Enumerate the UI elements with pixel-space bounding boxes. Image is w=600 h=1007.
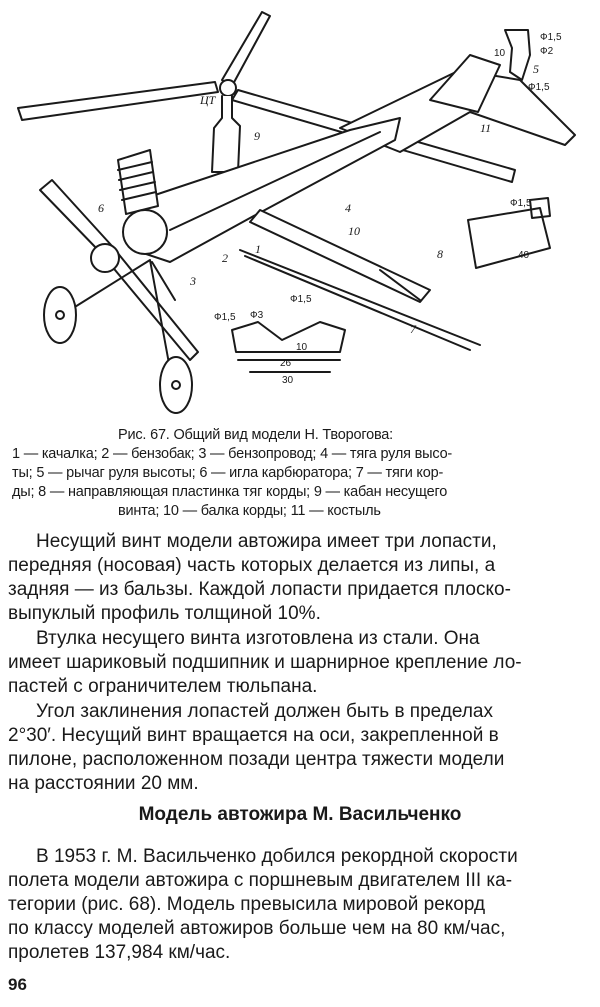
bellcrank-detail — [231, 321, 346, 353]
paragraph-line: по классу моделей автожиров больше чем н… — [8, 918, 506, 939]
dim-label: 26 — [280, 358, 292, 369]
callout-center-of-gravity: ЦТ — [199, 93, 217, 107]
dim-label: 40 — [518, 250, 530, 261]
paragraph-line: полета модели автожира с поршневым двига… — [8, 870, 513, 891]
paragraph-line: задняя — из бальзы. Каждой лопасти прида… — [8, 579, 511, 600]
callout-2: 2 — [222, 251, 228, 265]
paragraph-line: 2°30′. Несущий винт вращается на оси, за… — [8, 725, 499, 746]
fin — [429, 54, 501, 113]
guide-plate-detail — [467, 207, 551, 269]
callout-1: 1 — [255, 242, 261, 256]
paragraph-line: пилоне, расположенном позади центра тяже… — [8, 749, 505, 770]
callout-5: 5 — [533, 62, 539, 76]
wheel-left — [43, 286, 77, 344]
callout-9: 9 — [254, 129, 260, 143]
main-wing — [249, 209, 431, 303]
autogyro-model-figure: 1 2 3 4 5 6 7 8 9 10 11 ЦТ Ф1,5 Ф2 Ф1,5 … — [0, 0, 600, 425]
caption-line: винта; 10 — балка корды; 11 — костыль — [118, 503, 381, 519]
dim-label: 10 — [494, 48, 506, 59]
dim-label: Ф1,5 — [214, 312, 236, 323]
autogyro-drawing: 1 2 3 4 5 6 7 8 9 10 11 ЦТ Ф1,5 Ф2 Ф1,5 … — [17, 11, 576, 414]
control-lines — [239, 249, 481, 351]
section-heading: Модель автожира М. Васильченко — [138, 804, 462, 825]
paragraph-line: В 1953 г. М. Васильченко добился рекордн… — [36, 846, 518, 867]
fuselage-line — [169, 131, 381, 231]
dim-label: Ф1,5 — [540, 32, 562, 43]
callout-11: 11 — [480, 121, 491, 135]
rotor-blade-left — [17, 81, 219, 121]
paragraph-line: Угол заклинения лопастей должен быть в п… — [36, 701, 493, 722]
dim-label: 30 — [282, 375, 294, 386]
paragraph-line: выпуклый профиль толщиной 10%. — [8, 603, 321, 624]
engine-crankcase — [122, 209, 168, 255]
elevator-lever-detail — [504, 29, 531, 81]
caption-line: ты; 5 — рычаг руля высоты; 6 — игла карб… — [12, 465, 444, 481]
rotor-blade-top — [221, 11, 271, 87]
callout-8: 8 — [437, 247, 443, 261]
caption-title: Рис. 67. Общий вид модели Н. Творогова: — [118, 427, 393, 443]
paragraph-line: пролетев 137,984 км/час. — [8, 942, 231, 963]
dim-label: Ф3 — [250, 310, 264, 321]
callout-10: 10 — [348, 224, 360, 238]
callout-6: 6 — [98, 201, 104, 215]
paragraph-line: передняя (носовая) часть которых делаетс… — [8, 555, 496, 576]
dim-label: Ф2 — [540, 46, 554, 57]
paragraph-line: пастей с ограничителем тюльпана. — [8, 676, 318, 697]
paragraph-line: имеет шариковый подшипник и шарнирное кр… — [8, 652, 522, 673]
paragraph-line: на расстоянии 20 мм. — [8, 773, 199, 794]
callout-7: 7 — [410, 322, 417, 336]
callout-4: 4 — [345, 201, 351, 215]
dim-label: 10 — [296, 342, 308, 353]
spinner — [90, 243, 120, 273]
wheel-right — [159, 356, 193, 414]
rotor-hub — [219, 79, 237, 97]
paragraph-line: Несущий винт модели автожира имеет три л… — [36, 531, 497, 552]
fuselage — [139, 117, 401, 263]
page-number: 96 — [8, 975, 27, 994]
caption-line: ды; 8 — направляющая пластинка тяг корды… — [12, 484, 448, 500]
paragraph-line: Втулка несущего винта изготовлена из ста… — [36, 628, 480, 649]
dim-label: Ф1,5 — [290, 294, 312, 305]
paragraph-line: тегории (рис. 68). Модель превысила миро… — [8, 894, 486, 915]
dim-label: Ф1,5 — [510, 198, 532, 209]
callout-3: 3 — [189, 274, 196, 288]
dim-label: Ф1,5 — [528, 82, 550, 93]
caption-line: 1 — качалка; 2 — бензобак; 3 — бензопров… — [12, 446, 453, 462]
rotor-pylon — [211, 95, 241, 173]
